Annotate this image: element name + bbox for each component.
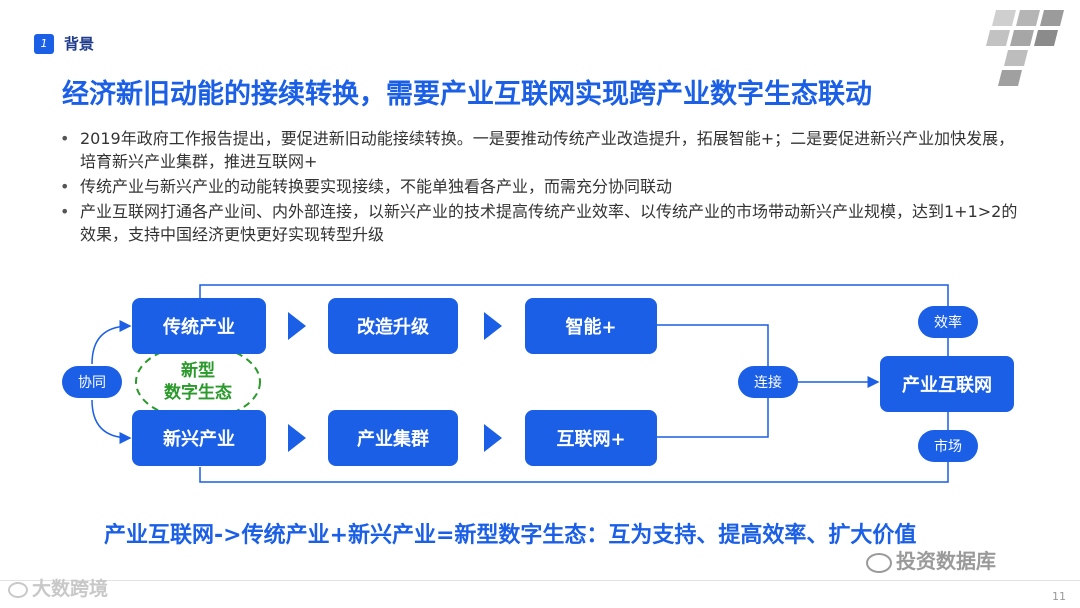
bullet-item: 产业互联网打通各产业间、内外部连接，以新兴产业的技术提高传统产业效率、以传统产业… xyxy=(60,200,1020,246)
ellipse-label-new-ecosystem: 新型 数字生态 xyxy=(148,360,248,404)
box-internet-plus: 互联网+ xyxy=(525,410,657,466)
pill-efficiency: 效率 xyxy=(918,306,978,338)
slide-title: 经济新旧动能的接续转换，需要产业互联网实现跨产业数字生态联动 xyxy=(62,79,872,110)
arrow-right-icon xyxy=(288,312,306,340)
pill-connect: 连接 xyxy=(738,366,798,398)
bullet-item: 2019年政府工作报告提出，要促进新旧动能接续转换。一是要推动传统产业改造提升，… xyxy=(60,127,1020,173)
bubble-icon xyxy=(8,581,28,598)
box-industrial-internet: 产业互联网 xyxy=(880,356,1014,412)
footer-divider xyxy=(0,580,1080,581)
wechat-icon xyxy=(866,552,892,573)
pill-collaboration: 协同 xyxy=(62,366,122,398)
box-emerging-industry: 新兴产业 xyxy=(132,410,266,466)
brand-logo xyxy=(986,8,1066,98)
arrow-right-icon xyxy=(484,424,502,452)
box-intelligence-plus: 智能+ xyxy=(525,298,657,354)
watermark-right: 投资数据库 xyxy=(866,545,996,574)
bullet-item: 传统产业与新兴产业的动能转换要实现接续，不能单独看各产业，而需充分协同联动 xyxy=(60,175,1020,198)
pill-market: 市场 xyxy=(918,430,978,462)
section-label: 背景 xyxy=(64,35,95,53)
section-number-badge: 1 xyxy=(34,34,54,54)
watermark-left: 大数跨境 xyxy=(8,574,108,601)
ellipse-label-line1: 新型 xyxy=(181,361,215,381)
watermark-right-text: 投资数据库 xyxy=(896,549,996,573)
arrow-right-icon xyxy=(288,424,306,452)
page-number: 11 xyxy=(1052,590,1066,603)
ellipse-label-line2: 数字生态 xyxy=(164,383,232,403)
box-traditional-industry: 传统产业 xyxy=(132,298,266,354)
arrow-right-icon xyxy=(484,312,502,340)
summary-statement: 产业互联网->传统产业+新兴产业=新型数字生态：互为支持、提高效率、扩大价值 xyxy=(104,523,917,548)
box-industry-cluster: 产业集群 xyxy=(328,410,458,466)
box-upgrade: 改造升级 xyxy=(328,298,458,354)
watermark-left-text: 大数跨境 xyxy=(32,578,109,600)
bullet-list: 2019年政府工作报告提出，要促进新旧动能接续转换。一是要推动传统产业改造提升，… xyxy=(60,127,1020,248)
